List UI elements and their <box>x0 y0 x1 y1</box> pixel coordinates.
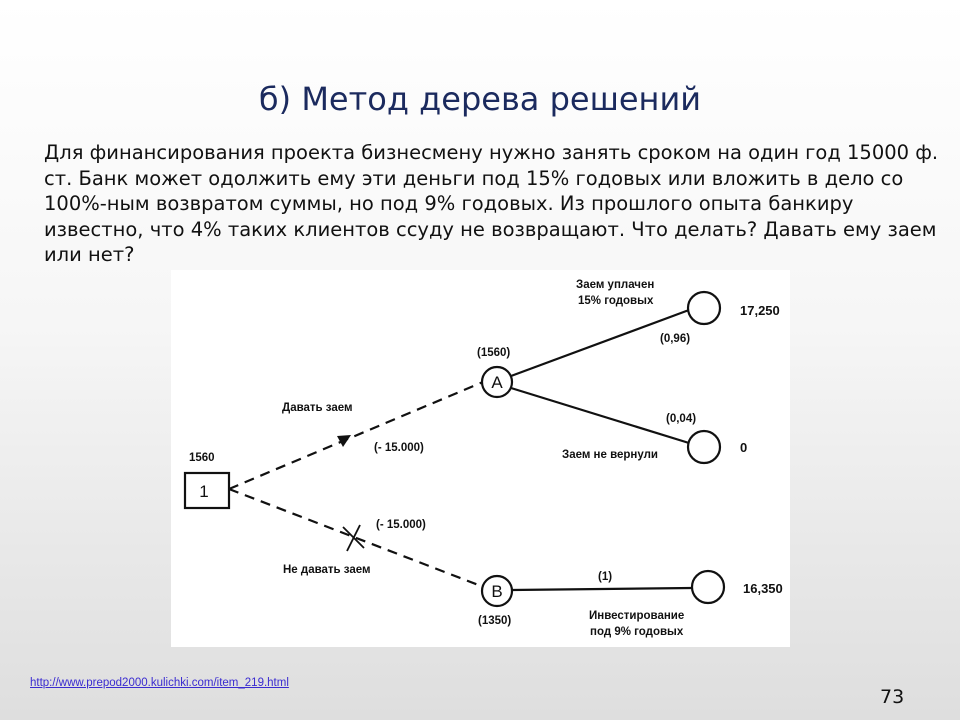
invest-rate: под 9% годовых <box>590 626 684 638</box>
source-link[interactable]: http://www.prepod2000.kulichki.com/item_… <box>30 677 289 689</box>
page-number: 73 <box>880 686 905 708</box>
loan-repaid-label: Заем уплачен <box>576 279 654 291</box>
root-decision-node <box>183 471 231 510</box>
outcome-node-repaid <box>686 290 722 326</box>
problem-line: ст. Банк может одолжить ему эти деньги п… <box>44 166 904 190</box>
edge-give-loan <box>228 380 484 491</box>
slide-title: б) Метод дерева решений <box>258 80 702 118</box>
loan-repaid-prob: (0,96) <box>660 333 690 345</box>
chance-node-a <box>480 365 514 399</box>
invest-label: Инвестирование <box>589 610 684 622</box>
outcome-node-not-repaid <box>686 429 722 465</box>
root-node-label: 1 <box>199 482 208 501</box>
give-loan-label: Давать заем <box>282 402 353 414</box>
cross-mark <box>346 524 361 552</box>
node-b-value: (1350) <box>478 615 511 627</box>
loan-repaid-rate: 15% годовых <box>578 295 654 307</box>
problem-line: или нет? <box>44 243 135 266</box>
invest-prob: (1) <box>598 571 612 583</box>
not-give-loan-cost: (- 15.000) <box>376 519 426 531</box>
problem-line: известно, что 4% таких клиентов ссуду не… <box>44 217 937 241</box>
edge-invest <box>511 586 693 592</box>
edge-loan-not-repaid <box>510 386 690 445</box>
not-give-loan-label: Не давать заем <box>283 564 371 576</box>
edge-not-give-loan <box>228 487 482 588</box>
loan-repaid-result: 17,250 <box>740 303 780 318</box>
root-node-value: 1560 <box>189 452 215 464</box>
loan-not-repaid-result: 0 <box>740 440 747 455</box>
decision-tree-svg: 1 1560 A (1560) B (1350) Давать заем (- … <box>183 279 783 638</box>
node-b-label: B <box>491 582 502 601</box>
outcome-node-invest <box>690 569 726 605</box>
loan-not-repaid-label: Заем не вернули <box>562 449 658 461</box>
node-a-value: (1560) <box>477 347 510 359</box>
problem-line: Для финансирования проекта бизнесмену ну… <box>44 141 939 164</box>
arrow-give-loan <box>337 435 351 447</box>
problem-text: Для финансирования проекта бизнесмену ну… <box>44 140 939 268</box>
loan-not-repaid-prob: (0,04) <box>666 413 696 425</box>
invest-result: 16,350 <box>743 581 783 596</box>
chance-node-b <box>480 574 514 608</box>
give-loan-cost: (- 15.000) <box>374 442 424 454</box>
edge-loan-repaid <box>510 308 690 378</box>
node-a-label: A <box>491 373 503 392</box>
decision-tree-diagram: 1 1560 A (1560) B (1350) Давать заем (- … <box>171 270 790 647</box>
problem-line: 100%-ным возвратом суммы, но под 9% годо… <box>44 192 854 215</box>
